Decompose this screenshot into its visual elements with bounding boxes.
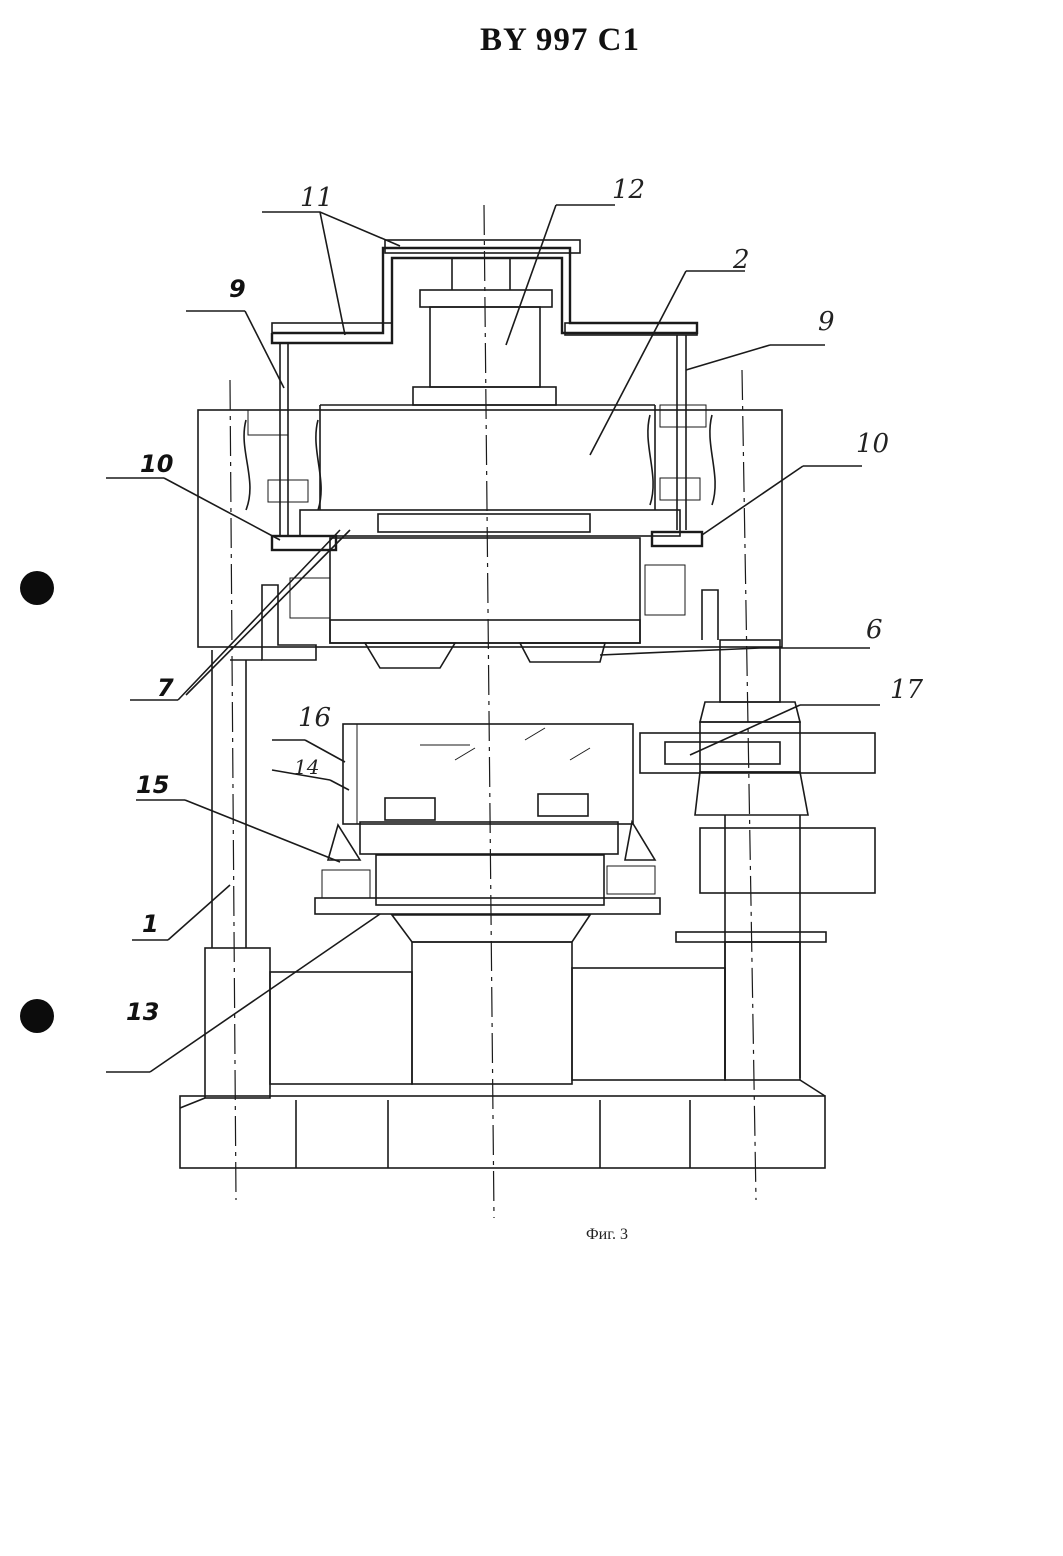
callout-15: 15: [136, 771, 169, 799]
callout-17: 17: [890, 675, 924, 705]
base-frame: [180, 942, 825, 1168]
callout-10-right: 10: [856, 429, 889, 459]
right-axis: [742, 370, 756, 1200]
callout-10-left: 10: [140, 450, 173, 478]
vibration-table: [315, 822, 660, 914]
callout-9-left: 9: [229, 275, 246, 303]
left-column: [212, 650, 262, 948]
callout-9-right: 9: [818, 307, 835, 337]
callout-1: 1: [142, 910, 159, 938]
callout-13: 13: [126, 998, 159, 1026]
callout-12: 12: [612, 175, 645, 205]
center-axis: [484, 205, 494, 1218]
callout-6: 6: [866, 615, 883, 645]
press-head: [262, 538, 718, 668]
callout-7: 7: [157, 674, 174, 702]
press-frame: [198, 405, 782, 647]
left-axis: [230, 380, 236, 1200]
pedestal: [376, 855, 604, 1084]
callout-11: 11: [300, 183, 333, 213]
callout-2: 2: [732, 245, 750, 275]
figure-caption: Фиг. 3: [586, 1226, 628, 1244]
mould: [343, 724, 633, 824]
tie-rods: [280, 335, 686, 535]
callout-14: 14: [294, 755, 319, 779]
callout-16: 16: [298, 703, 331, 733]
